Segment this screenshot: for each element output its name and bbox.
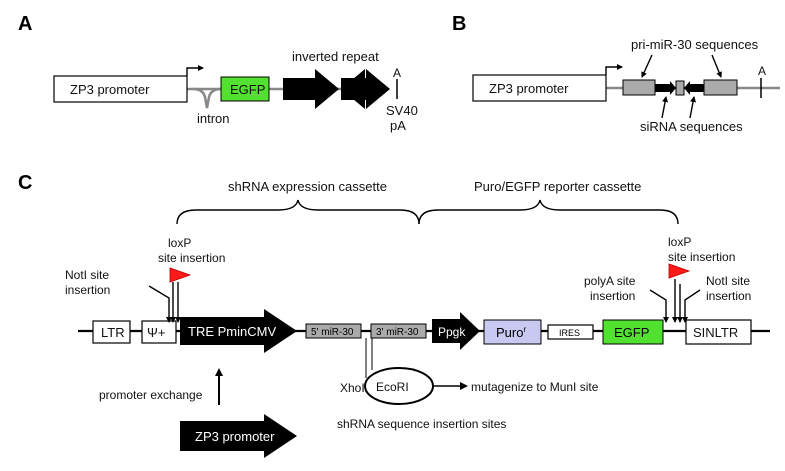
tre-pmincmv-arrow (180, 309, 297, 353)
sirna-pointer-left (661, 96, 669, 119)
ltr-box (92, 320, 131, 344)
sinltr-box (685, 319, 752, 345)
polyA-ins-label-2: insertion (590, 289, 635, 303)
puro-box (483, 319, 542, 345)
ecoRI-label: EcoRI (376, 380, 409, 394)
sirna-label: siRNA sequences (640, 119, 743, 134)
loxp-flag-left (169, 267, 192, 283)
psi-box (141, 320, 177, 344)
egfp-label-c: EGFP (614, 325, 649, 340)
ppgk-arrow (432, 312, 480, 350)
egfp-label-a: EGFP (230, 82, 265, 97)
mir30-3-box (370, 323, 427, 339)
zp3-promoter-label-b: ZP3 promoter (489, 81, 569, 96)
loop-box (675, 80, 685, 96)
zp3-promoter-box-a (53, 75, 188, 103)
brace-shrna (176, 199, 420, 225)
polyA-label-b: A (758, 64, 766, 78)
panel-b: B ZP3 promoter A pri-miR-30 sequences si… (452, 13, 780, 134)
panel-a: A ZP3 promoter EGFP inverted repeat intr… (18, 13, 418, 133)
egfp-box-a (220, 76, 270, 102)
pa-label: pA (390, 118, 406, 133)
ires-label: IRES (559, 328, 580, 338)
psi-label: Ψ+ (147, 325, 165, 340)
tss-arrow-a (186, 65, 204, 76)
notI-left-arrow (148, 285, 172, 323)
sirna-arrow-forward (655, 81, 676, 95)
notI-right-label-1: NotI site (706, 274, 750, 288)
brace-puro (418, 199, 679, 225)
tre-pmincmv-label: TRE PminCMV (188, 324, 276, 339)
notI-left-label-1: NotI site (65, 268, 109, 282)
panel-label-a: A (18, 13, 32, 35)
sinltr-label: SINLTR (693, 325, 738, 340)
inverted-repeat-arrow-left (283, 69, 339, 109)
zp3-promoter-label-a: ZP3 promoter (70, 82, 150, 97)
pri-mir-pointer-left (641, 54, 653, 78)
intron-label: intron (197, 111, 230, 126)
notI-right-arrow (682, 289, 701, 323)
inverted-repeat-label: inverted repeat (292, 49, 379, 64)
mir30-5-label: 5' miR-30 (311, 327, 354, 338)
sirna-arrow-reverse (684, 81, 704, 95)
puro-cassette-label: Puro/EGFP reporter cassette (474, 179, 641, 194)
panel-c: C shRNA expression cassette Puro/EGFP re… (18, 172, 770, 458)
puro-label: Puror (496, 325, 526, 340)
pri-mir-box-left (622, 79, 656, 96)
promoter-exchange-label: promoter exchange (99, 388, 203, 402)
loxp-right-label-2: site insertion (668, 250, 735, 264)
panel-label-c: C (18, 172, 32, 194)
xhoI-label: XhoI (340, 381, 365, 395)
zp3-promoter-box-b (472, 74, 607, 102)
loxp-right-label-1: loxP (668, 235, 691, 249)
zp3-promoter-label-c: ZP3 promoter (195, 429, 275, 444)
ltr-label: LTR (101, 325, 125, 340)
pri-mir-box-right (703, 79, 738, 96)
notI-right-label-2: insertion (706, 289, 751, 303)
loxp-flag-right (668, 263, 691, 279)
sirna-pointer-right (689, 96, 697, 119)
sv40-label: SV40 (386, 103, 418, 118)
pri-mir-label: pri-miR-30 sequences (631, 37, 759, 52)
egfp-box-c (602, 319, 664, 345)
loxp-left-label-1: loxP (168, 236, 191, 250)
polyA-label-a: A (393, 66, 401, 80)
polyA-ins-arrow (649, 289, 669, 323)
panel-label-b: B (452, 13, 466, 35)
ppgk-label: Ppgk (438, 325, 466, 339)
mir30-3-label: 3' miR-30 (376, 327, 419, 338)
inverted-repeat-arrow-right (341, 69, 390, 109)
mir30-5-box (305, 323, 362, 339)
pri-mir-pointer-right (711, 54, 722, 78)
mutagenize-label: mutagenize to MunI site (471, 380, 599, 394)
loxp-left-label-2: site insertion (158, 251, 225, 265)
polyA-ins-label-1: polyA site (584, 274, 636, 288)
shrna-cassette-label: shRNA expression cassette (228, 179, 387, 194)
ires-box (547, 324, 594, 340)
insertion-sites-label: shRNA sequence insertion sites (337, 417, 506, 431)
notI-left-label-2: insertion (65, 283, 110, 297)
zp3-promoter-arrow-c (180, 414, 297, 458)
tss-arrow-b (605, 64, 623, 75)
intron-dip (192, 87, 222, 109)
